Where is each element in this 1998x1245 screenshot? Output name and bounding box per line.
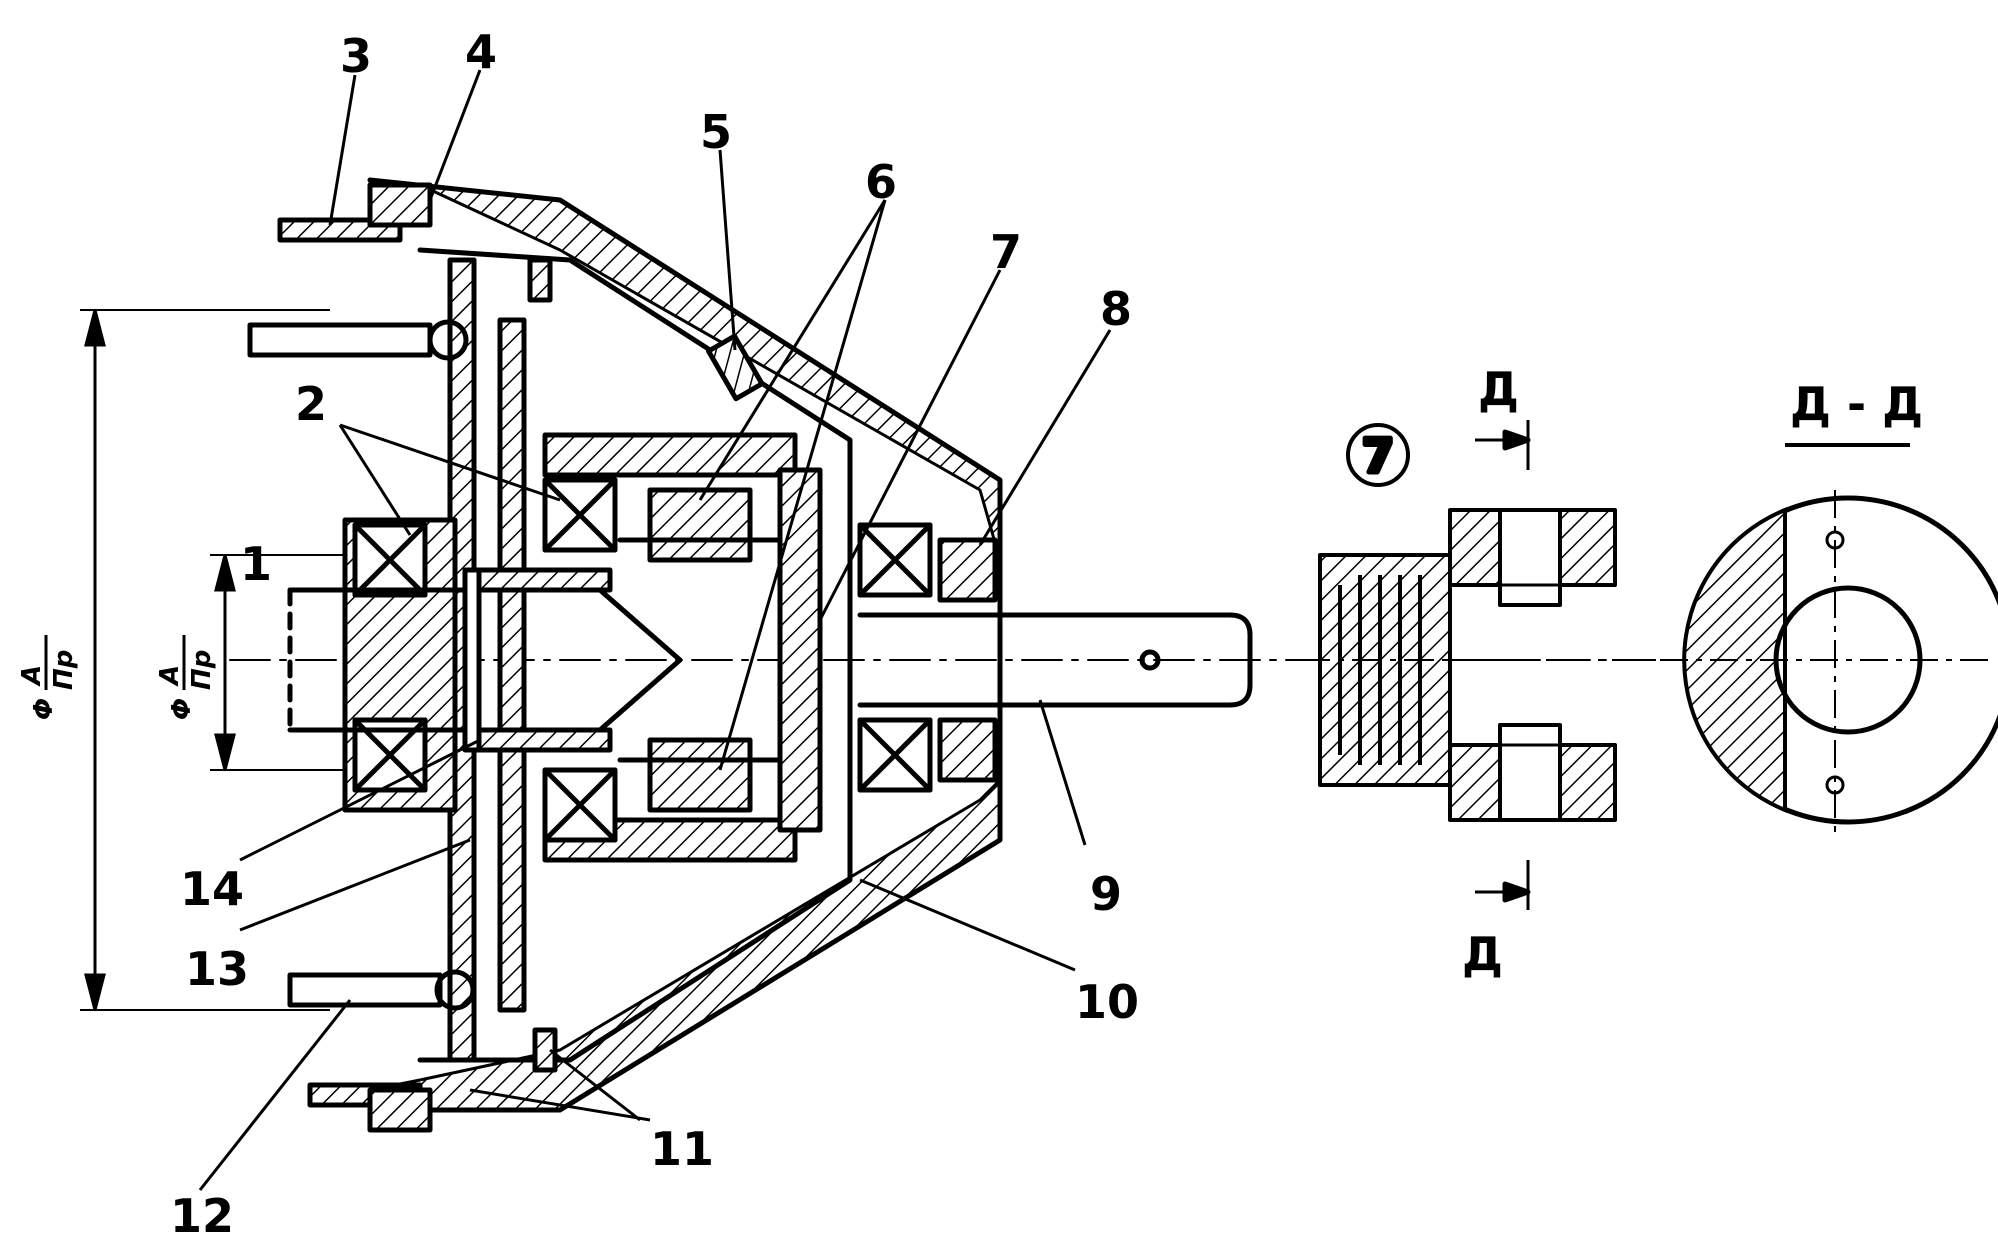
dim-inner-label: Φ A Пр — [155, 635, 217, 720]
callout-11: 11 — [650, 1122, 714, 1176]
housing-cone-outline — [367, 177, 1003, 1113]
gear-6-bottom — [647, 737, 753, 813]
seal-11-bottom — [532, 1027, 558, 1073]
bearing-right-top — [857, 522, 933, 598]
dim-outer-numerator: A — [17, 665, 47, 687]
dim-outer-denominator: Пр — [49, 650, 79, 690]
dim-outer-symbol: Φ — [29, 698, 59, 720]
dim-inner-denominator: Пр — [187, 650, 217, 690]
dim-outer-label: Φ A Пр — [17, 635, 79, 720]
shaft-center-mark — [1139, 649, 1161, 671]
callout-9: 9 — [1090, 867, 1122, 921]
callout-14: 14 — [180, 862, 244, 916]
callout-labels: 1 2 3 4 5 6 7 8 9 10 11 12 13 14 — [170, 25, 1139, 1243]
callout-5: 5 — [700, 105, 732, 159]
callout-3: 3 — [340, 29, 372, 83]
output-shaft-9 — [857, 612, 1253, 708]
flange-4-bottom — [367, 1087, 433, 1133]
plate-13b — [497, 317, 527, 1013]
stud-bottom — [287, 972, 443, 1008]
detail-slot-top — [1498, 508, 1562, 607]
callout-6: 6 — [865, 155, 897, 209]
bearing-2-center-top — [542, 477, 618, 553]
callout-7: 7 — [990, 225, 1022, 279]
detail-7-view: 7 — [1300, 420, 1680, 910]
carrier-right — [777, 467, 823, 833]
shaft-sleeve-b — [467, 727, 613, 753]
carrier-top — [542, 432, 798, 478]
section-letter-top: Д — [1478, 362, 1519, 416]
flange-4-top — [367, 182, 433, 228]
stud-top — [247, 322, 433, 358]
callout-8: 8 — [1100, 282, 1132, 336]
section-title: Д - Д — [1790, 377, 1923, 431]
callout-10: 10 — [1075, 975, 1139, 1029]
seal-8-top — [937, 537, 998, 603]
seal-8-bottom — [937, 717, 998, 783]
shaft-sleeve — [467, 567, 613, 593]
detail-slot-bottom — [1498, 723, 1562, 822]
callout-4: 4 — [465, 25, 497, 79]
screw-5 — [706, 333, 765, 402]
dimensions — [80, 309, 345, 1011]
section-dd-view — [1660, 443, 1998, 835]
bearing-2-center-bottom — [542, 767, 618, 843]
pin-14 — [462, 567, 482, 753]
dim-inner-symbol: Φ — [167, 698, 197, 720]
gear-6-top — [647, 487, 753, 563]
section-letter-bottom: Д — [1462, 927, 1503, 981]
bearing-2-left-top — [352, 522, 428, 598]
callout-12: 12 — [170, 1189, 234, 1240]
main-assembly — [229, 177, 1651, 1133]
callout-2: 2 — [295, 377, 327, 431]
detail-marker-circle — [1346, 423, 1410, 487]
callout-1: 1 — [240, 537, 272, 591]
bearing-right-bottom — [857, 717, 933, 793]
callout-13: 13 — [185, 942, 249, 996]
dim-inner-numerator: A — [155, 665, 185, 687]
detail-marker-number: 7 — [1362, 429, 1394, 483]
leader-lines — [198, 69, 1112, 1191]
seal-11-top — [527, 257, 553, 303]
